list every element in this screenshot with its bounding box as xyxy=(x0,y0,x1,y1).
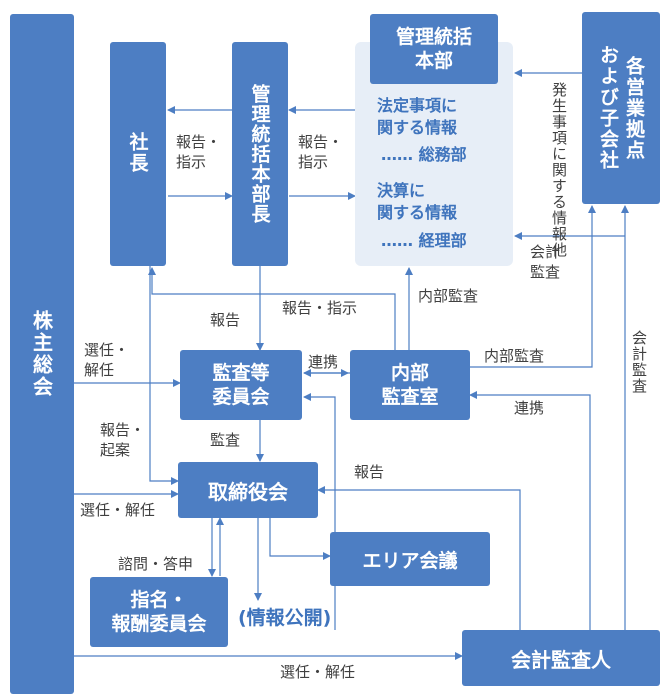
audit-committee-box: 監査等 委員会 xyxy=(180,350,302,420)
appoint-dismiss-label-3: 選任・解任 xyxy=(280,663,356,681)
accounting-dept: …… 経理部 xyxy=(381,231,467,250)
branches-subsidiaries-box: 各営業拠点 および子会社 xyxy=(582,12,660,204)
shareholders-meeting-label: 株主総会 xyxy=(29,310,54,398)
shareholders-meeting-box: 株主総会 xyxy=(10,14,74,694)
information-disclosure-label: (情報公開) xyxy=(238,607,332,629)
cooperation-label-2: 連携 xyxy=(514,399,545,417)
audit-committee-label: 監査等 委員会 xyxy=(212,362,270,408)
report-label-1: 報告 xyxy=(210,311,241,329)
legal-info-title: 法定事項に 関する情報 xyxy=(377,96,458,137)
appoint-dismiss-label-1: 選任・ 解任 xyxy=(84,341,130,379)
general-manager-box: 管理統括本部長 xyxy=(232,42,288,266)
cooperation-label-1: 連携 xyxy=(308,353,339,371)
report-instruction-label-1: 報告・ 指示 xyxy=(176,133,222,171)
nomination-compensation-committee-label: 指名・ 報酬委員会 xyxy=(111,589,207,635)
general-manager-label: 管理統括本部長 xyxy=(248,84,271,224)
consult-reply-label: 諮問・答申 xyxy=(118,555,194,573)
report-propose-label: 報告・ 起案 xyxy=(100,421,146,459)
report-instruction-label-2: 報告・ 指示 xyxy=(298,133,344,171)
branch-info-text: 発生事項に関する情報他 xyxy=(550,82,568,258)
accounting-audit-label-h: 会計 監査 xyxy=(530,243,561,281)
president-label: 社長 xyxy=(126,132,149,174)
board-of-directors-box: 取締役会 xyxy=(178,462,318,518)
accounting-audit-label-v: 会計監査 xyxy=(630,330,648,394)
audit-label: 監査 xyxy=(210,431,241,449)
report-instruction-label-h: 報告・指示 xyxy=(282,299,358,317)
internal-audit-label-top: 内部監査 xyxy=(418,287,479,305)
branch-info-label: 発生事項に関する情報他 xyxy=(520,82,570,258)
report-label-2: 報告 xyxy=(354,463,385,481)
accounting-auditor-box: 会計監査人 xyxy=(462,630,660,686)
appoint-dismiss-label-2: 選任・解任 xyxy=(80,501,156,519)
nomination-compensation-committee-box: 指名・ 報酬委員会 xyxy=(90,577,228,647)
admin-hq-label: 管理統括 本部 xyxy=(395,26,472,72)
president-box: 社長 xyxy=(110,42,166,266)
internal-audit-label-right: 内部監査 xyxy=(484,347,545,365)
area-meeting-box: エリア会議 xyxy=(330,532,490,586)
internal-audit-office-box: 内部 監査室 xyxy=(350,350,470,420)
financial-info-title: 決算に 関する情報 xyxy=(377,181,458,222)
board-of-directors-label: 取締役会 xyxy=(208,479,288,504)
area-meeting-label: エリア会議 xyxy=(362,549,458,572)
admin-hq-box: 管理統括 本部 xyxy=(370,14,498,84)
general-affairs-dept: …… 総務部 xyxy=(381,145,467,164)
internal-audit-office-label: 内部 監査室 xyxy=(381,362,439,408)
branches-subsidiaries-label: 各営業拠点 および子会社 xyxy=(597,45,645,171)
accounting-auditor-label: 会計監査人 xyxy=(511,647,611,672)
